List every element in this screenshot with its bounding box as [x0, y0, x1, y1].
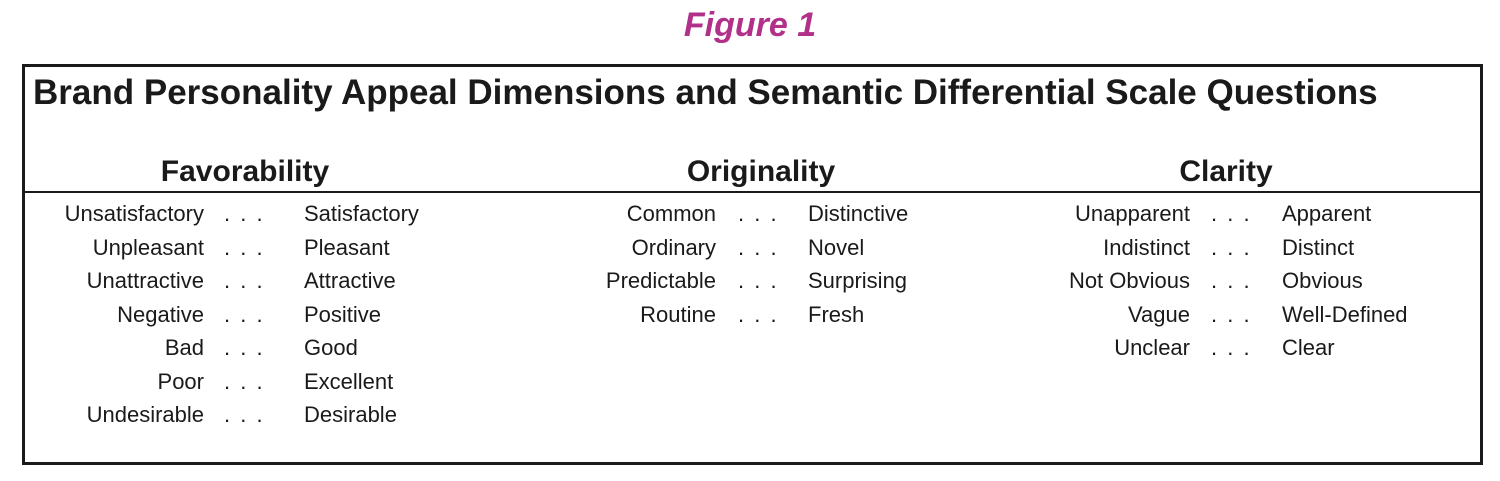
scale-item-row: Bad . . . Good	[25, 333, 1480, 363]
scale-separator: . . .	[224, 301, 265, 327]
positive-anchor: Well-Defined	[1282, 301, 1408, 327]
scale-separator: . . .	[1211, 335, 1252, 360]
negative-anchor: Not Obvious	[1068, 268, 1190, 293]
positive-anchor: Obvious	[1282, 268, 1363, 293]
positive-anchor: Distinct	[1282, 234, 1355, 260]
scale-separator: . . .	[738, 301, 779, 327]
scale-separator: . . .	[738, 234, 779, 260]
positive-anchor: Novel	[808, 234, 865, 260]
negative-anchor: Vague	[1128, 301, 1190, 327]
scale-separator: . . .	[224, 335, 265, 360]
scale-separator: . . .	[738, 201, 779, 226]
column-heading: Favorability	[160, 155, 330, 188]
scale-item-row: Unapparent . . . Apparent	[25, 199, 1480, 229]
positive-anchor: Positive	[304, 301, 382, 327]
scale-item-row: Indistinct . . . Distinct	[25, 233, 1480, 263]
scale-item-row: Undesirable . . . Desirable	[25, 400, 1480, 430]
scale-separator: . . .	[224, 402, 265, 427]
column-heading: Originality	[686, 155, 836, 188]
scale-item-row: Ordinary . . . Novel	[25, 233, 1480, 263]
scale-item-row: Common . . . Distinctive	[25, 199, 1480, 229]
scale-separator: . . .	[1211, 301, 1252, 327]
positive-anchor: Attractive	[304, 268, 396, 293]
scale-separator: . . .	[738, 268, 779, 293]
negative-anchor: Unattractive	[86, 268, 204, 293]
positive-anchor: Good	[304, 335, 358, 360]
scale-item-row: Negative . . . Positive	[25, 300, 1480, 330]
positive-anchor: Distinctive	[808, 201, 909, 226]
scale-separator: . . .	[224, 268, 265, 293]
negative-anchor: Unclear	[1114, 335, 1190, 360]
positive-anchor: Apparent	[1282, 201, 1372, 226]
negative-anchor: Indistinct	[1103, 234, 1190, 260]
negative-anchor: Bad	[164, 335, 204, 360]
positive-anchor: Fresh	[808, 301, 865, 327]
negative-anchor: Unpleasant	[92, 234, 204, 260]
scale-item-row: Predictable . . . Surprising	[25, 266, 1480, 296]
scale-item-row: Unclear . . . Clear	[25, 333, 1480, 363]
negative-anchor: Common	[626, 201, 716, 226]
figure-label: Figure 1	[683, 6, 817, 44]
positive-anchor: Satisfactory	[304, 201, 419, 226]
scale-item-row: Not Obvious . . . Obvious	[25, 266, 1480, 296]
negative-anchor: Negative	[117, 301, 204, 327]
negative-anchor: Ordinary	[631, 234, 716, 260]
positive-anchor: Desirable	[304, 402, 397, 427]
scale-separator: . . .	[224, 201, 265, 226]
figure-title: Brand Personality Appeal Dimensions and …	[33, 73, 1378, 112]
header-divider	[25, 191, 1480, 193]
scale-item-row: Vague . . . Well-Defined	[25, 300, 1480, 330]
positive-anchor: Pleasant	[304, 234, 390, 260]
negative-anchor: Poor	[157, 368, 204, 394]
positive-anchor: Surprising	[808, 268, 908, 293]
positive-anchor: Excellent	[304, 368, 394, 394]
scale-separator: . . .	[1211, 201, 1252, 226]
scale-item-row: Unattractive . . . Attractive	[25, 266, 1480, 296]
scale-item-row: Routine . . . Fresh	[25, 300, 1480, 330]
scale-item-row: Unsatisfactory . . . Satisfactory	[25, 199, 1480, 229]
scale-item-row: Poor . . . Excellent	[25, 367, 1480, 397]
scale-separator: . . .	[1211, 234, 1252, 260]
scale-separator: . . .	[224, 368, 265, 394]
negative-anchor: Predictable	[605, 268, 716, 293]
column-heading: Clarity	[1179, 155, 1273, 188]
scale-item-row: Unpleasant . . . Pleasant	[25, 233, 1480, 263]
positive-anchor: Clear	[1282, 335, 1335, 360]
negative-anchor: Undesirable	[86, 402, 204, 427]
negative-anchor: Unapparent	[1075, 201, 1190, 226]
negative-anchor: Unsatisfactory	[64, 201, 204, 226]
scale-separator: . . .	[1211, 268, 1252, 293]
figure-frame: Brand Personality Appeal Dimensions and …	[22, 64, 1483, 465]
negative-anchor: Routine	[640, 301, 716, 327]
scale-separator: . . .	[224, 234, 265, 260]
